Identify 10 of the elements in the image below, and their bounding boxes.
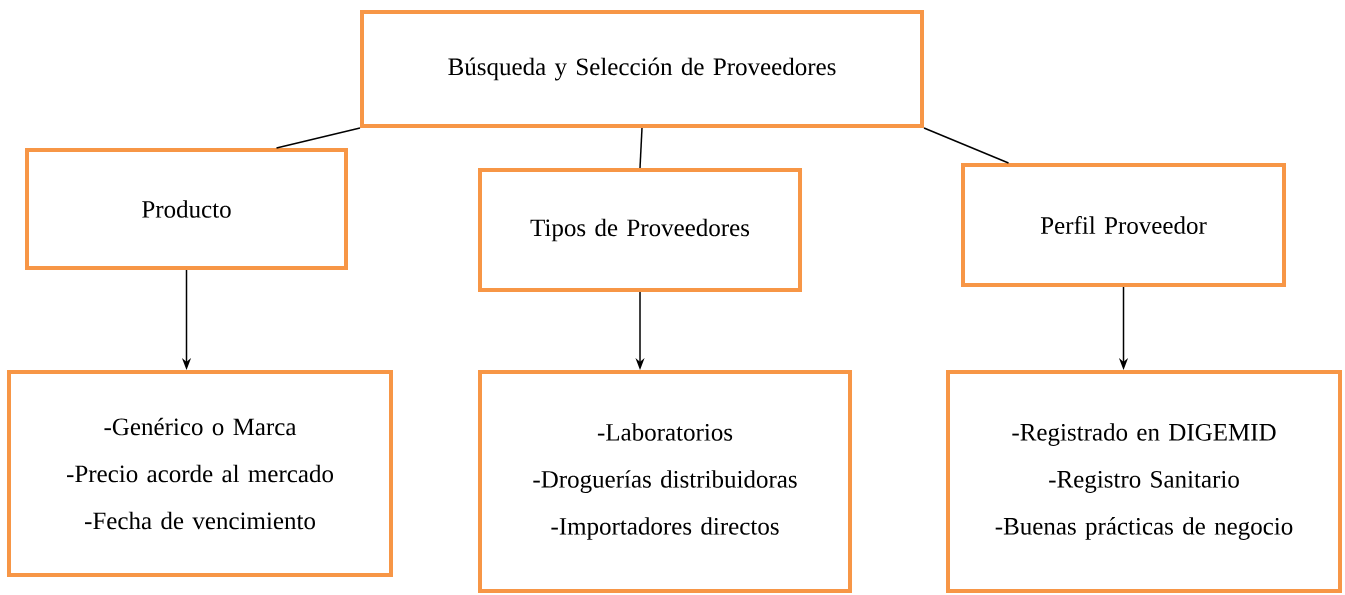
category-box: Tipos de Proveedores xyxy=(478,168,802,292)
connector-line xyxy=(639,127,643,169)
title-box: Búsqueda y Selección de Proveedores xyxy=(360,10,924,128)
connector-line xyxy=(275,127,361,149)
list-box: -Laboratorios -Droguerías distribuidoras -Importadores directos xyxy=(478,370,852,593)
connector-line xyxy=(923,127,1010,164)
list-box: -Registrado en DIGEMID -Registro Sanitario -Buenas prácticas de negocio xyxy=(946,370,1342,593)
category-box: Perfil Proveedor xyxy=(961,163,1286,287)
category-box: Producto xyxy=(25,148,348,270)
list-box: -Genérico o Marca -Precio acorde al mercado -Fecha de vencimiento xyxy=(7,370,393,577)
